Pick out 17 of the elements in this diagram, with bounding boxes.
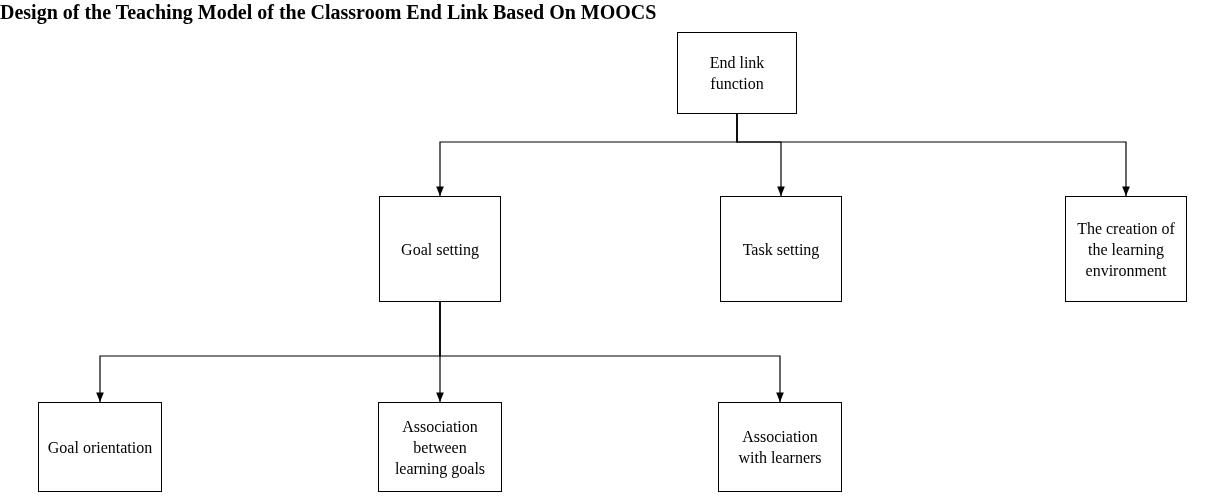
connector-arrow [736, 113, 1130, 197]
process-box [378, 402, 502, 492]
box-label: Task setting [742, 239, 820, 260]
box-label: The creation of the learning environment [1076, 218, 1176, 281]
process-box [718, 402, 842, 492]
connector-arrow [439, 301, 784, 403]
process-box [1065, 196, 1187, 302]
process-box [677, 32, 797, 114]
process-box [38, 402, 162, 492]
process-box [379, 196, 501, 302]
box-label: Association between learning goals [393, 416, 487, 479]
process-box [720, 196, 842, 302]
diagram-title: Design of the Teaching Model of the Classroom End Link Based On MOOCS [0, 0, 657, 24]
box-label: Association with learners [737, 427, 823, 468]
box-label: End link function [708, 53, 766, 94]
box-label: Goal setting [401, 239, 479, 260]
box-label: Goal orientation [47, 437, 153, 458]
